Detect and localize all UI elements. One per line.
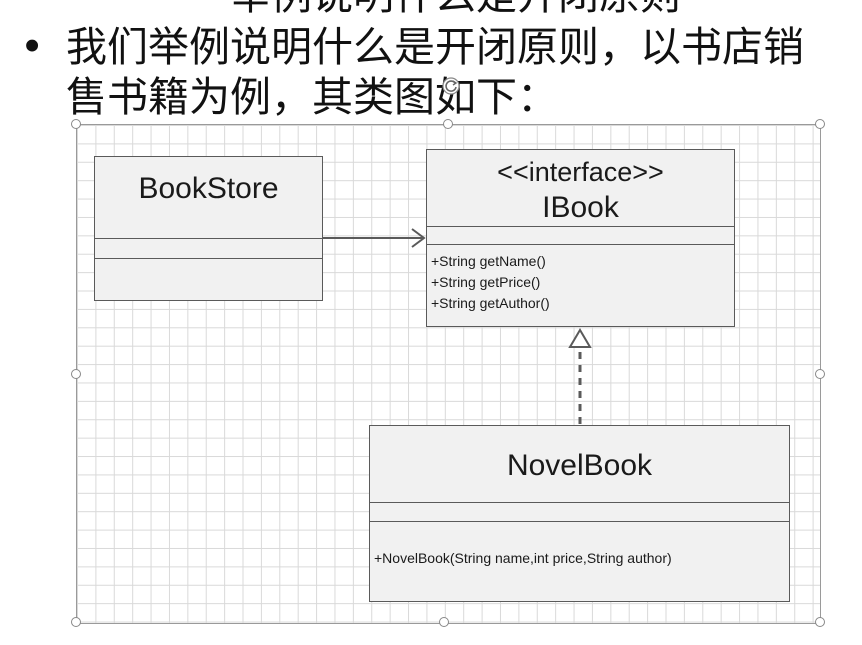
novelbook-class-box[interactable]: NovelBook +NovelBook(String name,int pri…: [369, 425, 790, 602]
ibook-method-getname: +String getName(): [431, 253, 546, 269]
rotate-icon[interactable]: [441, 76, 461, 96]
bullet-text: 我们举例说明什么是开闭原则，以书店销: [66, 23, 804, 71]
resize-handle-middle-right[interactable]: [815, 369, 825, 379]
resize-handle-middle-left[interactable]: [71, 369, 81, 379]
bullet-text-line-1: • 我们举例说明什么是开闭原则，以书店销: [20, 22, 804, 72]
resize-handle-top-left[interactable]: [71, 119, 81, 129]
ibook-methods-divider: [427, 244, 734, 245]
novelbook-methods-divider: [370, 521, 789, 522]
ibook-interface-name: IBook: [542, 191, 619, 224]
novelbook-attributes-divider: [370, 502, 789, 503]
ibook-method-getprice: +String getPrice(): [431, 274, 541, 290]
novelbook-constructor: +NovelBook(String name,int price,String …: [374, 550, 672, 566]
ibook-stereotype: <<interface>>: [497, 157, 664, 187]
bullet-symbol: •: [20, 23, 45, 71]
clipped-heading-text: 举例说明什么是开闭原则: [230, 0, 681, 20]
resize-handle-bottom-right[interactable]: [815, 617, 825, 627]
ibook-attributes-divider: [427, 226, 734, 227]
bookstore-methods-divider: [95, 258, 322, 259]
ibook-method-getauthor: +String getAuthor(): [431, 295, 550, 311]
bookstore-class-name: BookStore: [138, 172, 279, 205]
ibook-interface-box[interactable]: <<interface>> IBook +String getName() +S…: [426, 149, 735, 327]
resize-handle-bottom-center[interactable]: [439, 617, 449, 627]
bullet-text-line-2: 售书籍为例，其类图如下：: [66, 73, 558, 121]
novelbook-class-name: NovelBook: [506, 449, 653, 482]
resize-handle-bottom-left[interactable]: [71, 617, 81, 627]
bookstore-class-box[interactable]: BookStore: [94, 156, 323, 301]
resize-handle-top-center[interactable]: [443, 119, 453, 129]
bookstore-attributes-divider: [95, 238, 322, 239]
resize-handle-top-right[interactable]: [815, 119, 825, 129]
